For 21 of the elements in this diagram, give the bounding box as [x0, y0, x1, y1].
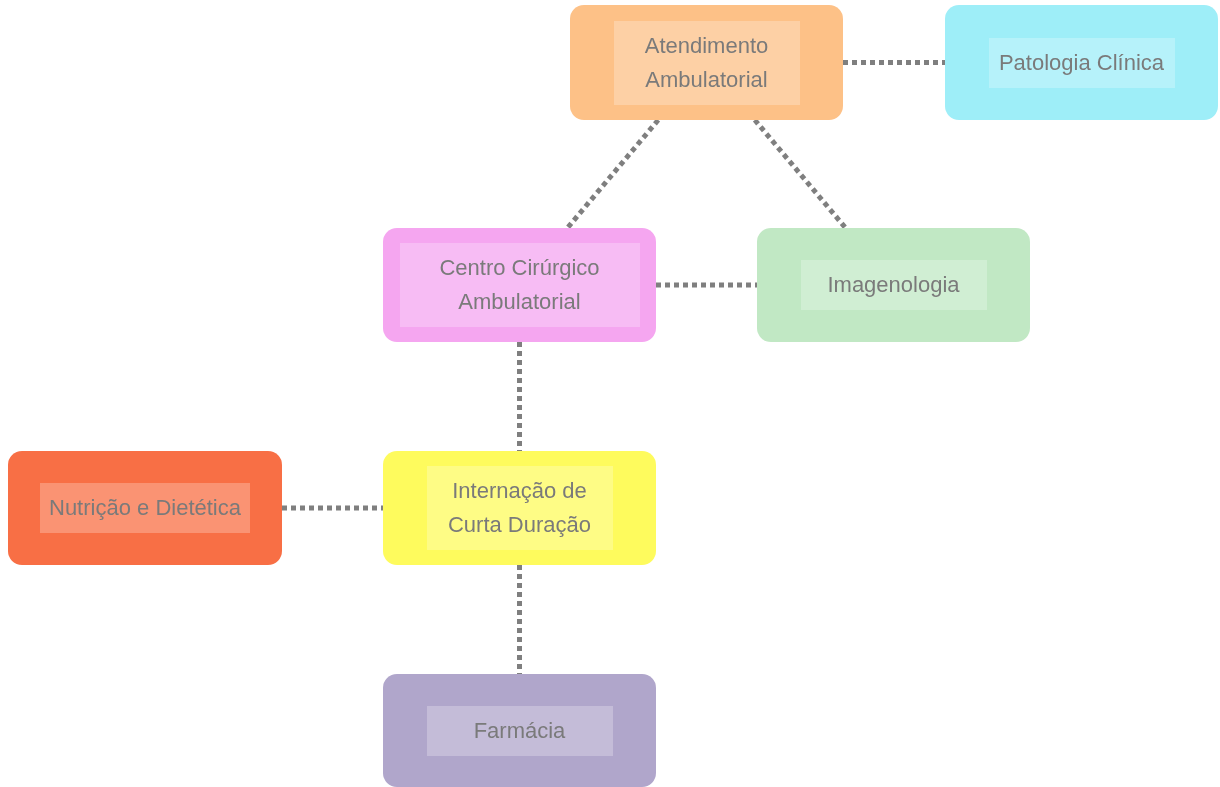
rounded-box: [945, 5, 1218, 120]
rounded-box: [383, 451, 656, 565]
box-label: Internação de Curta Duração: [426, 466, 613, 550]
rounded-box: [383, 674, 656, 787]
dotted-connector: [565, 118, 661, 230]
box-label: Imagenologia: [800, 260, 987, 310]
box-label: Patologia Clínica: [988, 37, 1175, 88]
dotted-connector: [656, 282, 757, 288]
box-label: Centro Cirúrgico Ambulatorial: [399, 243, 640, 327]
rounded-box: [8, 451, 282, 565]
dotted-connector: [752, 118, 848, 230]
rounded-box: [757, 228, 1030, 342]
box-label: Atendimento Ambulatorial: [613, 20, 800, 105]
dotted-connector: [517, 565, 522, 674]
box-label: Nutrição e Dietética: [40, 483, 250, 533]
dotted-connector: [843, 60, 945, 65]
dotted-connector: [282, 505, 383, 511]
dotted-connector: [517, 342, 522, 451]
rounded-box: [570, 5, 843, 120]
rounded-box: [383, 228, 656, 342]
box-label: Farmácia: [426, 705, 613, 756]
